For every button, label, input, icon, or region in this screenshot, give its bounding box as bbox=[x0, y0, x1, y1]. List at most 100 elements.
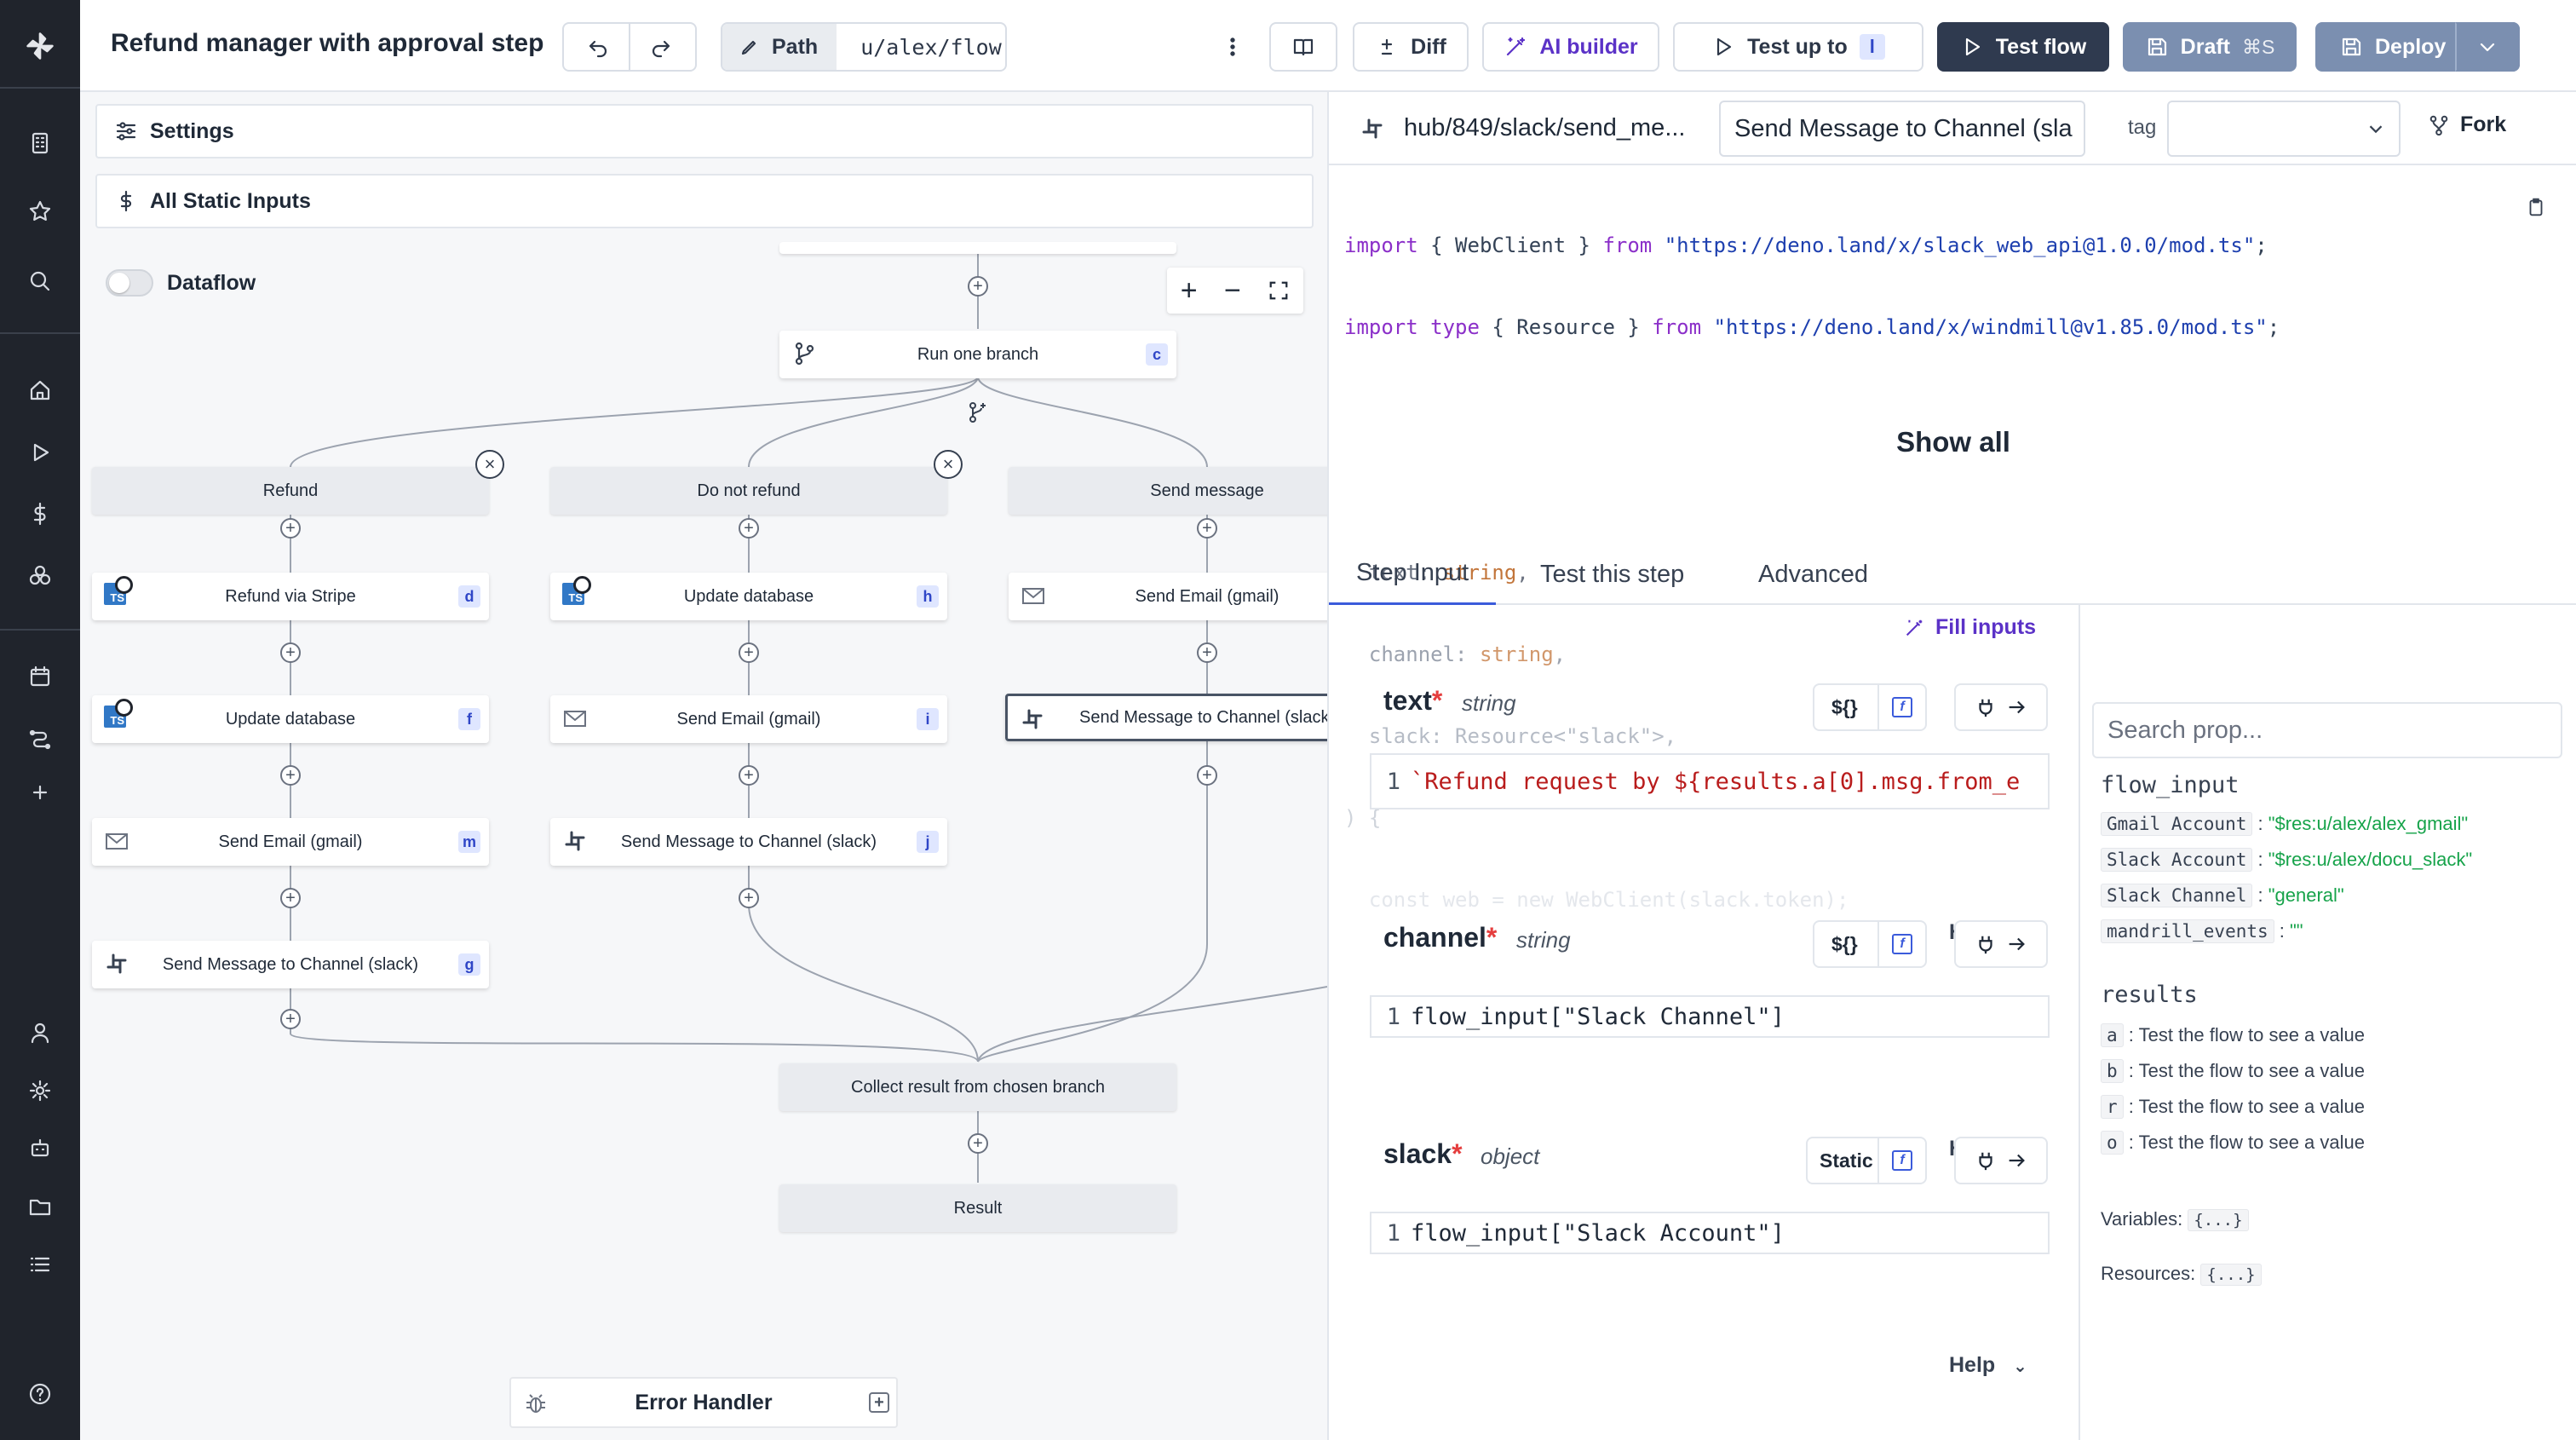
branch-node[interactable]: Run one branch c bbox=[779, 331, 1176, 378]
schedules-icon[interactable] bbox=[0, 653, 80, 700]
error-handler-node[interactable]: Error Handler + bbox=[509, 1377, 898, 1428]
add-step-icon[interactable]: + bbox=[968, 1133, 988, 1154]
function-icon[interactable]: f bbox=[1877, 922, 1925, 966]
fill-inputs-button[interactable]: Fill inputs bbox=[1903, 615, 2036, 640]
settings-icon[interactable] bbox=[0, 1067, 80, 1115]
result-row[interactable]: a : Test the flow to see a value bbox=[2101, 1023, 2365, 1047]
settings-row[interactable]: Settings bbox=[95, 104, 1314, 158]
result-row[interactable]: o : Test the flow to see a value bbox=[2101, 1131, 2365, 1155]
tab-advanced[interactable]: Advanced bbox=[1758, 560, 1868, 588]
test-up-to-step[interactable]: l bbox=[1859, 34, 1885, 60]
previous-step-node[interactable] bbox=[779, 242, 1176, 254]
resources-icon[interactable] bbox=[0, 552, 80, 600]
dataflow-toggle[interactable] bbox=[106, 269, 153, 297]
flow-canvas[interactable]: Settings All Static Inputs Dataflow + − bbox=[80, 92, 1327, 1440]
add-step-icon[interactable]: + bbox=[1197, 642, 1217, 663]
add-step-icon[interactable]: + bbox=[739, 765, 759, 786]
path-control[interactable]: Path u/alex/flow bbox=[721, 22, 1007, 72]
channel-input-editor[interactable]: 1 flow_input["Slack Channel"] bbox=[1370, 995, 2050, 1038]
tab-step-input[interactable]: Step Input bbox=[1329, 544, 1497, 605]
workers-icon[interactable] bbox=[0, 1125, 80, 1172]
add-step-icon[interactable]: + bbox=[280, 518, 301, 539]
workspace-icon[interactable] bbox=[0, 119, 80, 167]
audit-logs-icon[interactable] bbox=[0, 1241, 80, 1288]
connect-input-button[interactable] bbox=[1954, 1137, 2048, 1184]
connect-input-button[interactable] bbox=[1954, 920, 2048, 968]
connect-input-button[interactable] bbox=[1954, 683, 2048, 731]
diff-button[interactable]: Diff bbox=[1353, 22, 1469, 72]
result-row[interactable]: b : Test the flow to see a value bbox=[2101, 1059, 2365, 1083]
folder-icon[interactable] bbox=[0, 1183, 80, 1230]
step-node-send-email[interactable]: Send Email (gmail) i bbox=[550, 695, 947, 743]
remove-branch-icon[interactable]: × bbox=[475, 450, 504, 479]
flow-title[interactable]: Refund manager with approval step bbox=[111, 29, 544, 57]
add-step-icon[interactable]: + bbox=[1197, 518, 1217, 539]
more-options-icon[interactable] bbox=[1213, 22, 1252, 72]
add-branch-icon[interactable] bbox=[966, 400, 990, 424]
help-toggle[interactable]: Help ⌄ bbox=[1949, 1353, 2027, 1377]
branch-header-send-message[interactable]: Send message bbox=[1009, 467, 1327, 515]
add-step-icon[interactable]: + bbox=[739, 888, 759, 908]
variables-row[interactable]: Variables: {...} bbox=[2101, 1208, 2249, 1231]
step-node-slack-message-selected[interactable]: Send Message to Channel (slack bbox=[1005, 694, 1327, 741]
flow-input-row[interactable]: mandrill_events : "" bbox=[2101, 919, 2303, 943]
slack-input-editor[interactable]: 1 flow_input["Slack Account"] bbox=[1370, 1212, 2050, 1254]
flow-input-title[interactable]: flow_input bbox=[2101, 772, 2240, 798]
add-step-icon[interactable]: + bbox=[280, 642, 301, 663]
step-node-send-email[interactable]: Send Email (gmail) bbox=[1009, 573, 1327, 620]
script-path[interactable]: hub/849/slack/send_me... bbox=[1404, 114, 1686, 141]
user-icon[interactable] bbox=[0, 1009, 80, 1057]
docs-button[interactable] bbox=[1269, 22, 1337, 72]
function-icon[interactable]: f bbox=[1877, 685, 1925, 729]
flow-input-row[interactable]: Slack Channel : "general" bbox=[2101, 884, 2344, 907]
tab-test-this-step[interactable]: Test this step bbox=[1540, 560, 1685, 588]
step-node-send-email[interactable]: Send Email (gmail) m bbox=[92, 818, 489, 866]
ai-builder-button[interactable]: AI builder bbox=[1482, 22, 1659, 72]
add-error-handler-icon[interactable]: + bbox=[869, 1392, 889, 1413]
function-icon[interactable]: f bbox=[1877, 1138, 1925, 1183]
copy-code-icon[interactable] bbox=[2525, 196, 2547, 218]
input-mode-toggle[interactable]: Static f bbox=[1806, 1137, 1927, 1184]
results-title[interactable]: results bbox=[2101, 982, 2198, 1008]
add-icon[interactable] bbox=[0, 769, 80, 816]
star-icon[interactable] bbox=[0, 187, 80, 235]
add-step-icon[interactable]: + bbox=[280, 1009, 301, 1029]
step-node-refund-via-stripe[interactable]: TS Refund via Stripe d bbox=[92, 573, 489, 620]
step-node-slack-message[interactable]: Send Message to Channel (slack) g bbox=[92, 941, 489, 988]
zoom-in-icon[interactable]: + bbox=[1180, 274, 1198, 307]
search-prop-input[interactable]: Search prop... bbox=[2092, 702, 2562, 758]
remove-branch-icon[interactable]: × bbox=[934, 450, 963, 479]
step-node-update-database[interactable]: TS Update database h bbox=[550, 573, 947, 620]
search-icon[interactable] bbox=[0, 257, 80, 305]
triggers-icon[interactable] bbox=[0, 714, 80, 762]
add-step-icon[interactable]: + bbox=[739, 642, 759, 663]
show-all-button[interactable]: Show all bbox=[1896, 426, 2010, 458]
input-mode-toggle[interactable]: ${} f bbox=[1813, 683, 1927, 731]
result-row[interactable]: r : Test the flow to see a value bbox=[2101, 1095, 2365, 1119]
tag-select[interactable] bbox=[2167, 101, 2401, 157]
branch-header-do-not-refund[interactable]: Do not refund bbox=[550, 467, 947, 515]
windmill-logo-icon[interactable] bbox=[0, 22, 80, 70]
step-summary-input[interactable]: Send Message to Channel (sla bbox=[1719, 101, 2085, 157]
result-node[interactable]: Result bbox=[779, 1184, 1176, 1232]
input-mode-toggle[interactable]: ${} f bbox=[1813, 920, 1927, 968]
add-step-icon[interactable]: + bbox=[280, 765, 301, 786]
redo-icon[interactable] bbox=[649, 35, 673, 59]
collect-result-node[interactable]: Collect result from chosen branch bbox=[779, 1063, 1176, 1111]
text-input-editor[interactable]: 1 `Refund request by ${results.a[0].msg.… bbox=[1370, 753, 2050, 809]
help-icon[interactable] bbox=[0, 1370, 80, 1418]
static-inputs-row[interactable]: All Static Inputs bbox=[95, 174, 1314, 228]
add-step-icon[interactable]: + bbox=[1197, 765, 1217, 786]
home-icon[interactable] bbox=[0, 366, 80, 414]
add-step-icon[interactable]: + bbox=[968, 276, 988, 297]
step-node-update-database[interactable]: TS Update database f bbox=[92, 695, 489, 743]
step-node-slack-message[interactable]: Send Message to Channel (slack) j bbox=[550, 818, 947, 866]
branch-header-refund[interactable]: Refund bbox=[92, 467, 489, 515]
deploy-options-button[interactable] bbox=[2455, 22, 2520, 72]
undo-icon[interactable] bbox=[586, 35, 610, 59]
runs-icon[interactable] bbox=[0, 429, 80, 476]
test-up-to-button[interactable]: Test up to l bbox=[1673, 22, 1923, 72]
fork-button[interactable]: Fork bbox=[2428, 112, 2506, 137]
resources-row[interactable]: Resources: {...} bbox=[2101, 1263, 2262, 1286]
zoom-out-icon[interactable]: − bbox=[1223, 274, 1241, 307]
